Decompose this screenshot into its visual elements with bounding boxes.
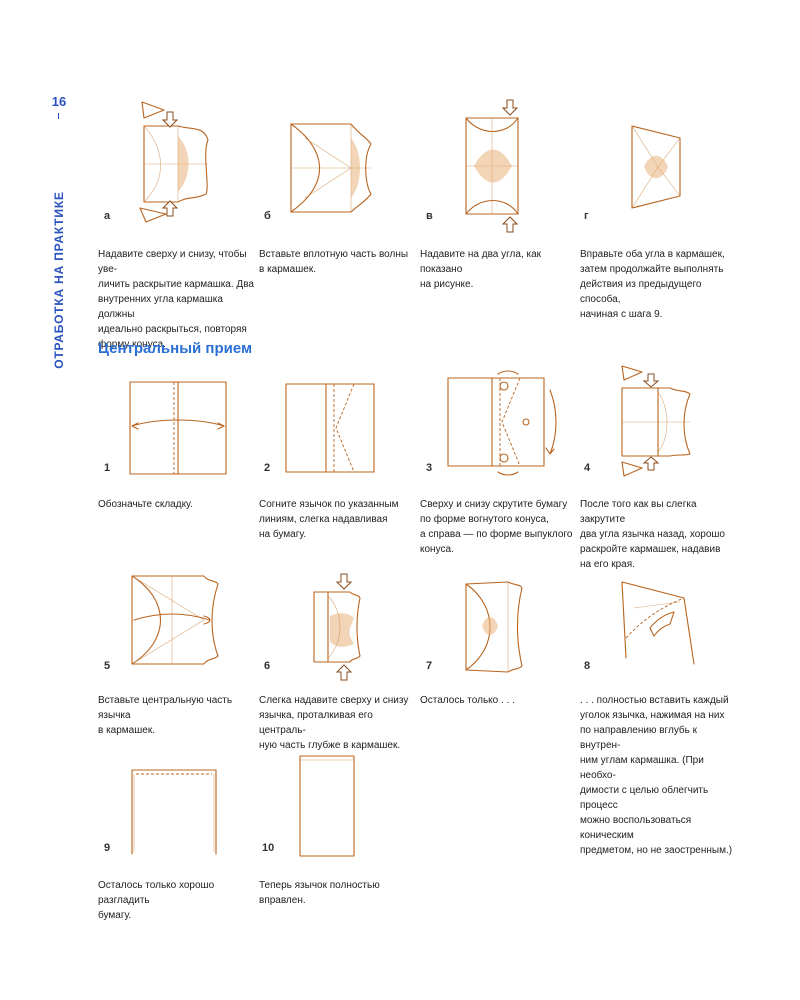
step-label: б <box>264 210 271 222</box>
step-label: 5 <box>104 660 111 672</box>
illustration-step-9 <box>131 769 217 855</box>
illustration-step-g <box>631 125 681 209</box>
illustration-step-3 <box>447 370 557 476</box>
caption: . . . полностью вставить каждый уголок я… <box>580 695 733 856</box>
caption: Вправьте оба угла в кармашек, затем прод… <box>580 249 725 320</box>
caption: Осталось только . . . <box>420 695 515 706</box>
caption: Надавите сверху и снизу, чтобы уве- личи… <box>98 249 254 350</box>
step-label: 3 <box>426 462 433 474</box>
step-label: 1 <box>104 462 111 474</box>
step-label: 9 <box>104 842 111 854</box>
caption: Сверху и снизу скрутите бумагу по форме … <box>420 499 573 555</box>
illustration-step-10 <box>299 755 355 857</box>
illustration-step-a <box>139 101 209 223</box>
step-label: 10 <box>262 842 275 854</box>
illustration-step-v <box>465 99 519 233</box>
step-label: 2 <box>264 462 271 474</box>
step-label: 8 <box>584 660 591 672</box>
caption: Слегка надавите сверху и снизу язычка, п… <box>259 695 409 751</box>
step-label: в <box>426 210 433 222</box>
illustration-step-8 <box>621 581 695 665</box>
caption: После того как вы слегка закрутите два у… <box>580 499 725 570</box>
step-label: г <box>584 210 589 222</box>
illustration-step-1 <box>129 381 227 475</box>
illustration-step-6 <box>313 573 361 681</box>
caption: Теперь язычок полностью вправлен. <box>259 880 380 906</box>
side-title: ОТРАБОТКА НА ПРАКТИКЕ <box>52 191 66 369</box>
caption: Обозначьте складку. <box>98 499 193 510</box>
illustration-step-4 <box>621 365 691 477</box>
caption: Согните язычок по указанным линиям, слег… <box>259 499 399 540</box>
step-label: а <box>104 210 111 222</box>
illustration-step-7 <box>465 581 523 673</box>
illustration-step-b <box>290 123 372 213</box>
step-label: 6 <box>264 660 271 672</box>
caption: Осталось только хорошо разгладить бумагу… <box>98 880 215 921</box>
illustration-step-5 <box>131 575 219 665</box>
caption: Вставьте центральную часть язычка в карм… <box>98 695 233 736</box>
step-label: 7 <box>426 660 433 672</box>
page-number-rule <box>58 113 59 119</box>
caption: Вставьте вплотную часть волны в кармашек… <box>259 249 409 275</box>
page-number: 16 <box>51 94 67 109</box>
illustration-step-2 <box>285 383 375 473</box>
step-label: 4 <box>584 462 591 474</box>
caption: Надавите на два угла, как показано на ри… <box>420 249 542 290</box>
section-heading: Центральный прием <box>98 340 253 357</box>
